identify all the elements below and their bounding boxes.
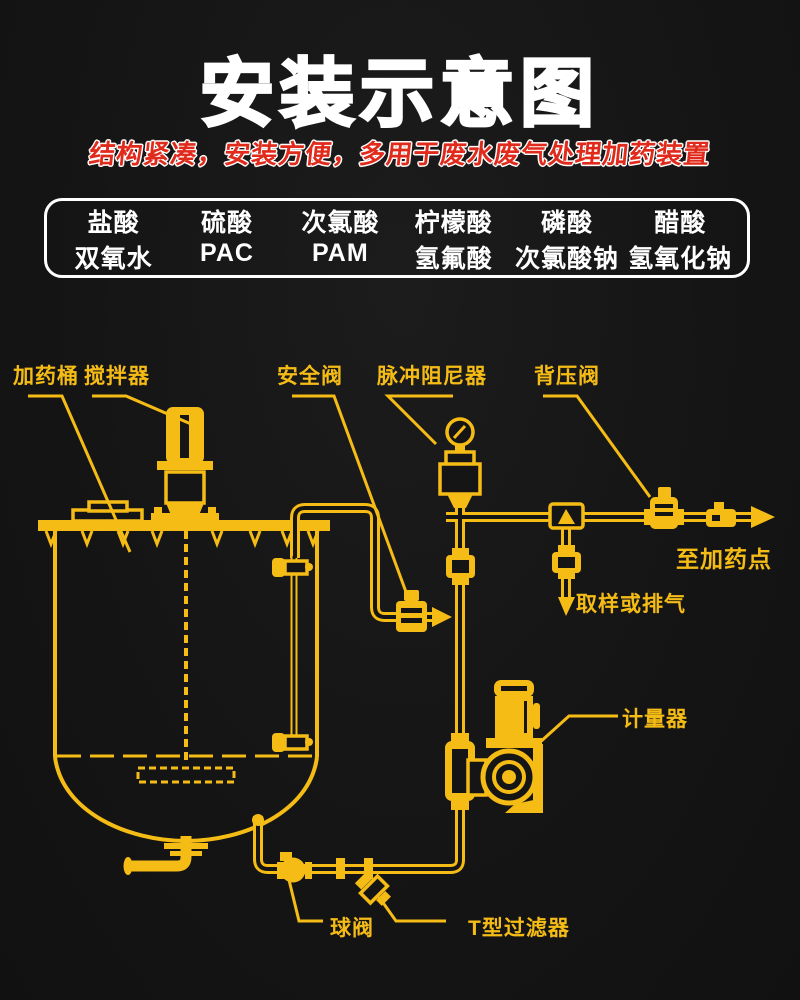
safety-valve-drawing — [396, 590, 427, 632]
label-metering-pump: 计量器 — [622, 708, 688, 731]
chemical-item: 硫酸 — [200, 209, 253, 237]
t-filter-drawing — [336, 858, 391, 906]
label-to-dosing-point: 至加药点 — [676, 546, 772, 572]
outlet-valve-drawing — [706, 502, 775, 528]
label-agitator: 搅拌器 — [84, 365, 150, 388]
chemical-item: 磷酸 — [540, 209, 593, 237]
sampling-branch-drawing — [548, 502, 585, 616]
metering-pump-drawing — [445, 680, 543, 813]
internal-pipe-fittings — [272, 558, 313, 752]
label-pulse-damper: 脉冲阻尼器 — [377, 365, 487, 388]
down-arrow-icon — [558, 597, 575, 616]
chemical-item: PAM — [311, 239, 369, 267]
label-t-filter: T型过滤器 — [468, 917, 570, 940]
chemical-row-1: 盐酸 硫酸 次氯酸 柠檬酸 磷酸 醋酸 — [57, 203, 737, 239]
ball-valve-drawing — [277, 852, 312, 883]
chemical-row-2: 双氧水 PAC PAM 氢氟酸 次氯酸钠 氢氧化钠 — [57, 239, 737, 275]
chemical-item: 双氧水 — [74, 245, 153, 273]
chemical-item: 氢氧化钠 — [628, 245, 733, 273]
label-back-pressure-valve: 背压阀 — [534, 365, 600, 388]
label-safety-valve: 安全阀 — [277, 365, 343, 388]
page-title: 安装示意图 — [199, 51, 600, 137]
chemical-item: 盐酸 — [87, 209, 140, 237]
chemical-item: PAC — [200, 239, 254, 267]
riser-union-drawing — [446, 548, 475, 585]
flow-arrow-icon — [751, 506, 775, 528]
label-sampling-or-vent: 取样或排气 — [576, 593, 686, 616]
dosing-tank-drawing — [38, 500, 330, 844]
flow-arrow-icon — [432, 607, 452, 627]
pipe-runs — [252, 503, 757, 874]
chemical-item: 柠檬酸 — [414, 209, 493, 237]
agitator-drawing — [151, 407, 219, 522]
chemical-item: 氢氟酸 — [414, 245, 493, 273]
chemical-compatibility-box: 盐酸 硫酸 次氯酸 柠檬酸 磷酸 醋酸 双氧水 PAC PAM 氢氟酸 次氯酸钠… — [44, 198, 750, 278]
back-pressure-valve-drawing — [644, 487, 684, 529]
tank-drain-drawing — [123, 836, 208, 875]
label-ball-valve: 球阀 — [330, 917, 374, 940]
chemical-item: 次氯酸钠 — [514, 245, 619, 273]
lid-clamps — [44, 530, 320, 549]
pulse-damper-drawing — [438, 417, 482, 508]
agitator-paddle — [136, 766, 236, 784]
label-leader-lines — [28, 394, 652, 923]
chemical-item: 醋酸 — [654, 209, 707, 237]
chemical-item: 次氯酸 — [301, 209, 380, 237]
label-dosing-tank: 加药桶 — [13, 365, 79, 388]
